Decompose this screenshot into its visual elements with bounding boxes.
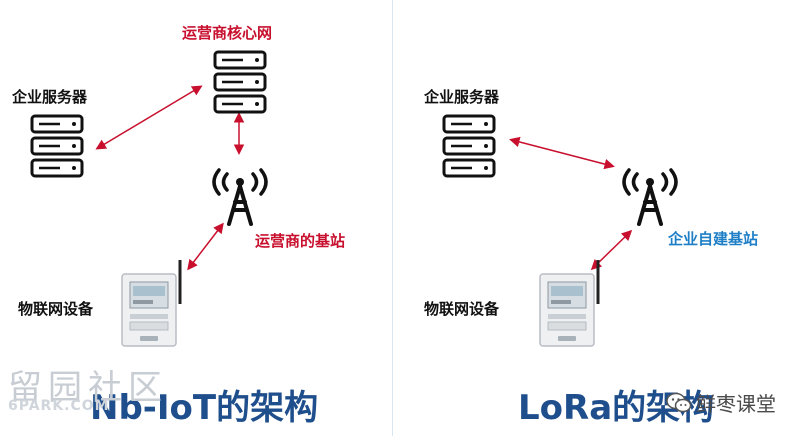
right-arrows bbox=[509, 136, 633, 271]
server-icon bbox=[213, 50, 267, 114]
left-arrows bbox=[95, 85, 245, 271]
left-panel: 运营商核心网 企业服务器 bbox=[12, 24, 346, 428]
meter-device-icon bbox=[538, 258, 608, 350]
watermark-6park-sub: 6PARK.COM bbox=[8, 398, 110, 414]
server-icon bbox=[30, 114, 84, 178]
meter-device-icon bbox=[120, 258, 190, 350]
enterprise-base-station-label: 企业自建基站 bbox=[668, 230, 759, 248]
enterprise-server-label: 企业服务器 bbox=[424, 88, 500, 106]
server-icon bbox=[442, 114, 496, 178]
antenna-tower-icon bbox=[615, 158, 685, 228]
panel-divider bbox=[392, 0, 393, 436]
watermark-6park: 留园社区 bbox=[8, 368, 168, 408]
enterprise-server-label: 企业服务器 bbox=[12, 88, 88, 106]
iot-device-label: 物联网设备 bbox=[18, 300, 94, 318]
nbiot-caption: Nb-IoT的架构 bbox=[90, 388, 319, 428]
wechat-icon bbox=[666, 392, 692, 414]
operator-base-station-label: 运营商的基站 bbox=[255, 232, 346, 250]
watermark-wechat: 鲜枣课堂 bbox=[666, 388, 776, 417]
right-panel: 企业服务器 企业自建基站 bbox=[400, 0, 800, 436]
core-network-label: 运营商核心网 bbox=[182, 24, 273, 42]
antenna-tower-icon bbox=[205, 158, 275, 228]
iot-device-label: 物联网设备 bbox=[424, 300, 500, 318]
wechat-account-name: 鲜枣课堂 bbox=[696, 392, 776, 416]
